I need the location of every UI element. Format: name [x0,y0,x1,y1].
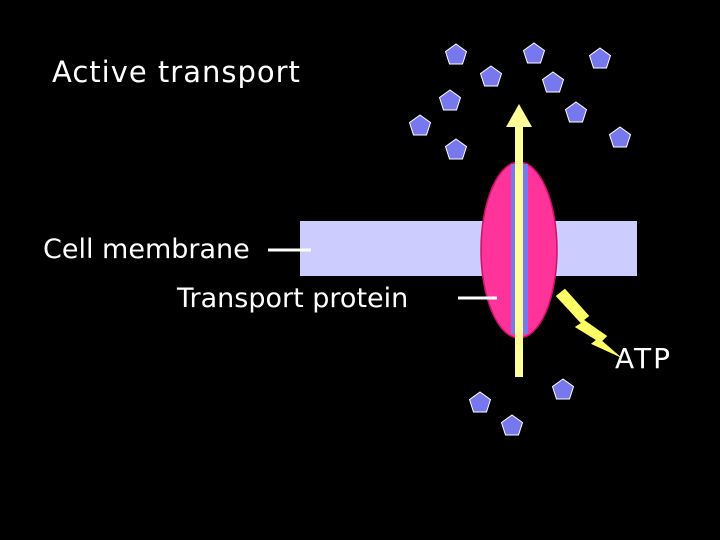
pentagon-molecule-icon [444,138,468,160]
pentagon-molecule-icon [438,89,462,111]
cell-membrane-label: Cell membrane [43,234,250,265]
diagram-title: Active transport [52,55,301,89]
pentagon-molecule-icon [522,42,546,64]
pentagon-molecule-icon [588,47,612,69]
molecules-inside [468,378,575,436]
lightning-bolt-icon [554,287,626,361]
pentagon-molecule-icon [444,43,468,65]
pentagon-molecule-icon [608,126,632,148]
transport-arrow [506,104,532,377]
atp-label: ATP [615,342,672,375]
pentagon-molecule-icon [564,101,588,123]
pentagon-molecule-icon [468,391,492,413]
pentagon-molecule-icon [541,71,565,93]
molecules-outside [408,42,632,160]
cell-membrane [300,221,637,276]
pentagon-molecule-icon [500,414,524,436]
pentagon-molecule-icon [408,114,432,136]
transport-protein-label: Transport protein [177,283,409,314]
pentagon-molecule-icon [551,378,575,400]
pentagon-molecule-icon [479,65,503,87]
